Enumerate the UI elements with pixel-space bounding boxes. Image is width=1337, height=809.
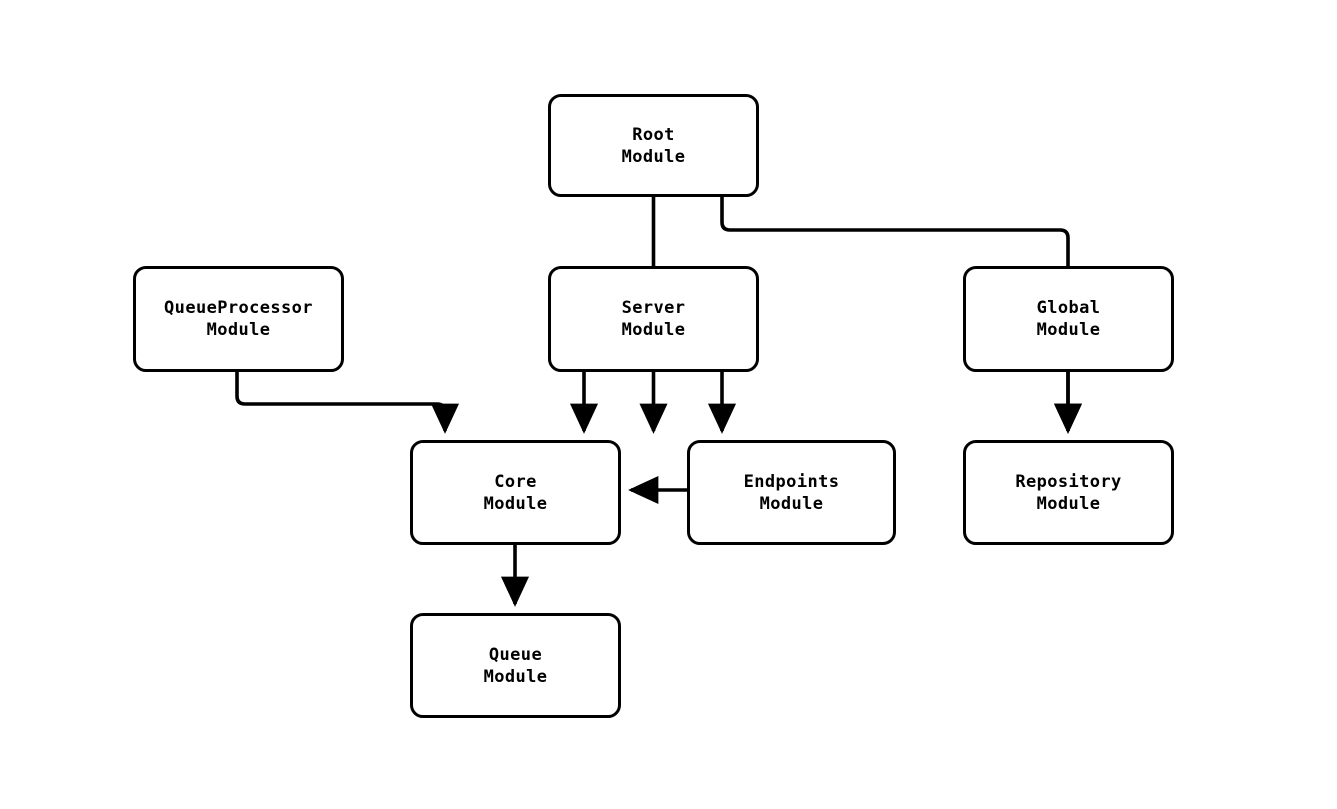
node-root-module-label-line1: Root <box>632 124 675 145</box>
node-root-module[interactable]: Root Module <box>548 94 759 197</box>
node-repository-module-label-line2: Module <box>1036 493 1101 514</box>
node-queueprocessor-module[interactable]: QueueProcessor Module <box>133 266 344 372</box>
node-core-module-label-line1: Core <box>494 471 537 492</box>
node-queue-module-label-line1: Queue <box>488 644 543 665</box>
node-server-module-label-line2: Module <box>621 320 686 340</box>
node-repository-module[interactable]: Repository Module <box>963 440 1174 545</box>
node-repository-module-label-line1: Repository <box>1015 471 1122 492</box>
node-endpoints-module[interactable]: Endpoints Module <box>687 440 896 545</box>
node-core-module[interactable]: Core Module <box>410 440 621 545</box>
node-queueprocessor-module-label-line2: Module <box>206 320 271 340</box>
node-queue-module-label-line2: Module <box>483 666 548 687</box>
node-global-module[interactable]: Global Module <box>963 266 1174 372</box>
node-endpoints-module-label-line2: Module <box>759 493 824 514</box>
node-queue-module[interactable]: Queue Module <box>410 613 621 718</box>
node-server-module-label-line1: Server <box>621 298 686 318</box>
node-global-module-label-line2: Module <box>1036 320 1101 340</box>
node-core-module-label-line2: Module <box>483 493 548 514</box>
node-root-module-label-line2: Module <box>621 146 686 167</box>
node-endpoints-module-label-line1: Endpoints <box>743 471 840 492</box>
node-queueprocessor-module-label-line1: QueueProcessor <box>164 298 313 318</box>
edge-queueprocessor-to-core <box>235 372 460 434</box>
node-server-module[interactable]: Server Module <box>548 266 759 372</box>
node-global-module-label-line1: Global <box>1036 298 1101 318</box>
